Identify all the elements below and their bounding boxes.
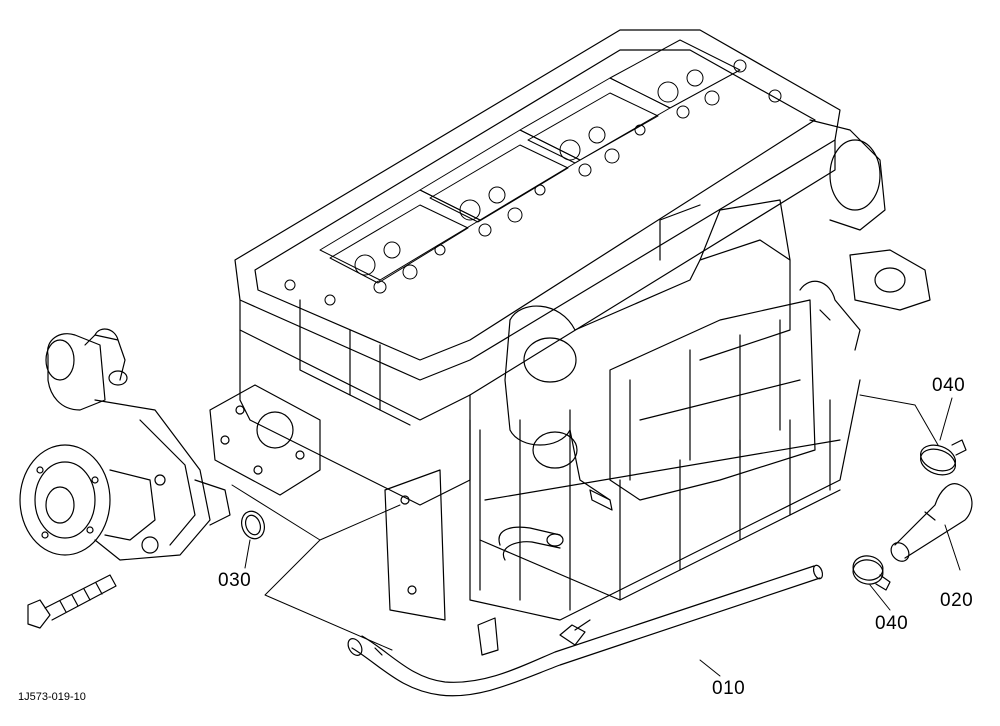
callout-040-upper: 040: [932, 375, 966, 396]
callout-040-lower: 040: [875, 613, 909, 634]
hose-clamp-040-upper: [919, 439, 967, 476]
callout-020: 020: [940, 590, 974, 611]
bracket-plate: [384, 469, 499, 656]
hose-020: [890, 483, 973, 562]
end-housing: [799, 119, 931, 351]
exhaust-manifold: [504, 199, 816, 501]
hose-clamp-040-lower: [852, 555, 891, 591]
bypass-hose: [498, 489, 613, 561]
reference-code: 1J573-019-10: [18, 691, 86, 703]
callout-030: 030: [218, 570, 252, 591]
water-pump: [19, 328, 231, 561]
pipe-010: [347, 564, 824, 697]
leader-lines: [231, 394, 961, 677]
o-ring-030: [241, 510, 265, 540]
cylinder-block: [239, 299, 861, 621]
flange-bolt: [559, 619, 591, 646]
front-plate: [209, 384, 321, 496]
bolt: [27, 574, 117, 629]
cylinder-head: [234, 29, 841, 421]
callout-010: 010: [712, 678, 746, 699]
